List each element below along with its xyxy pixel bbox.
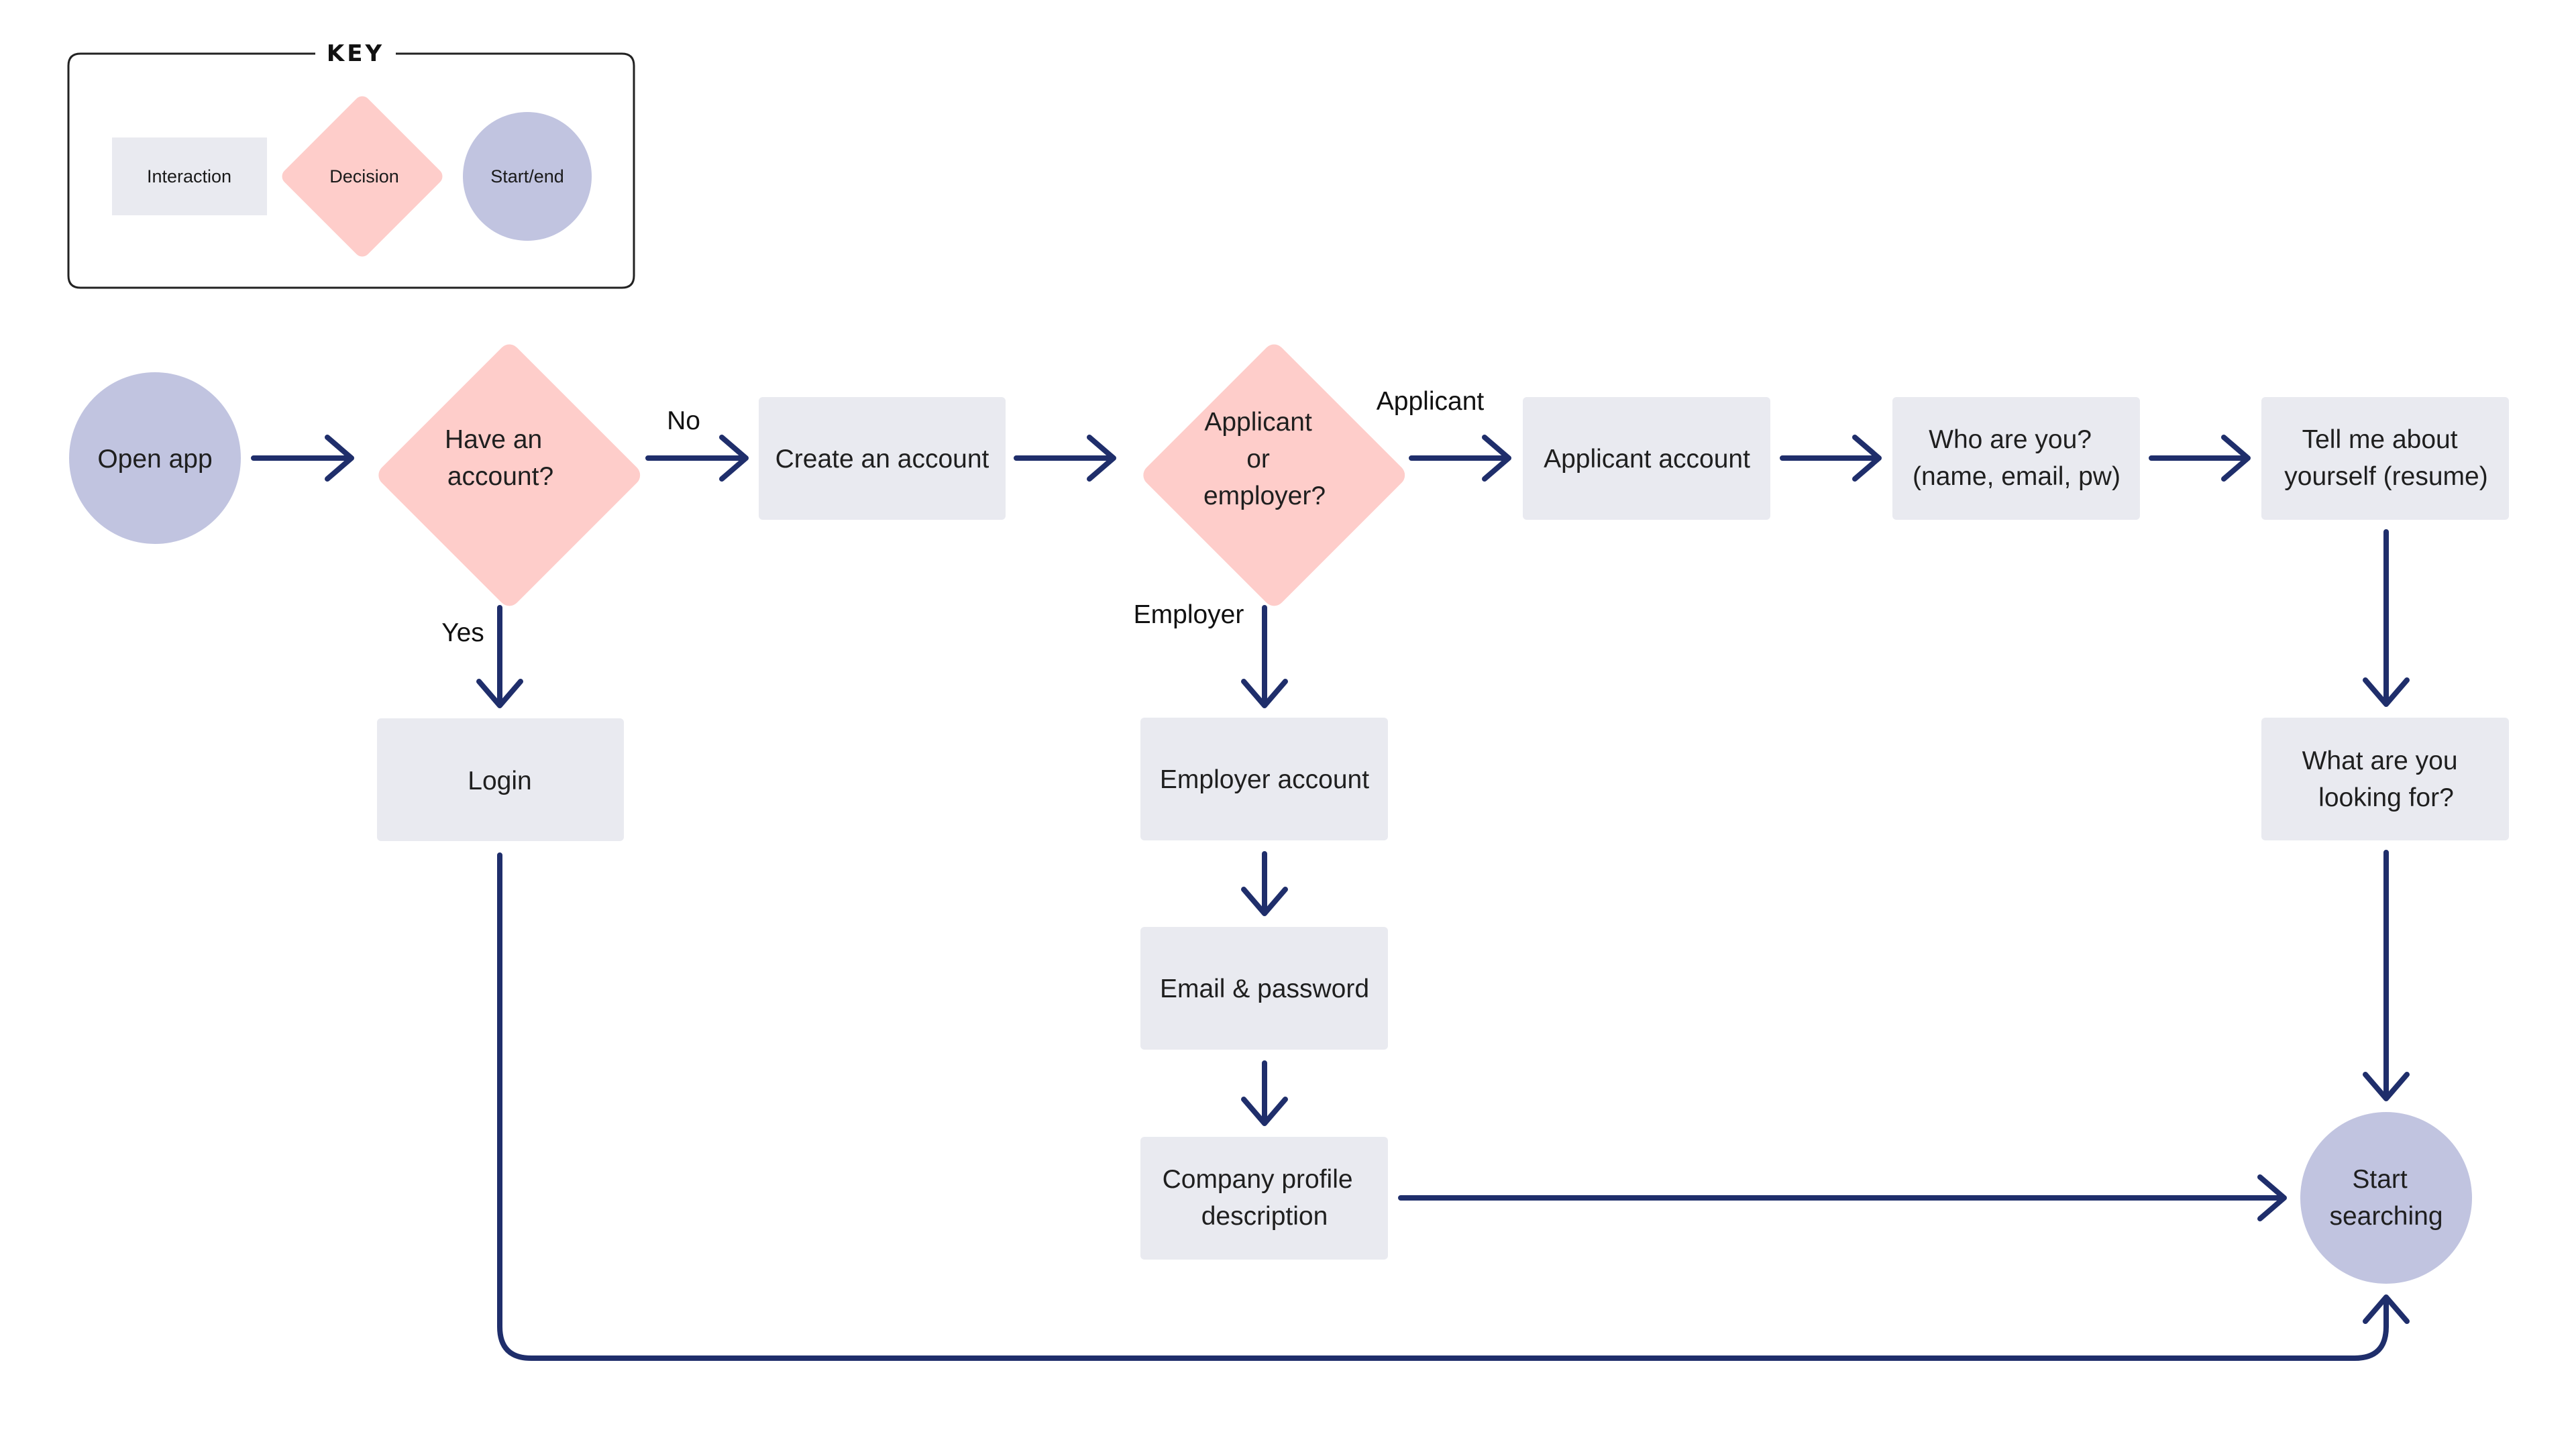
interaction-shape (1523, 397, 1770, 520)
node-company-profile: Company profile description (1140, 1137, 1388, 1260)
node-label: Employer account (1160, 765, 1369, 794)
node-label: Applicant account (1544, 445, 1750, 474)
node-label: What are you looking for? (2302, 746, 2465, 812)
terminal-shape (69, 372, 241, 544)
legend: KEY Interaction Decision Start/end (67, 40, 635, 289)
node-line: Who are you? (1929, 425, 2092, 454)
node-tell-me-about-yourself: Tell me about yourself (resume) (2261, 397, 2509, 520)
arrow-yes-to-login (476, 605, 523, 708)
edge-label-applicant: Applicant (1377, 387, 1485, 416)
interaction-shape (1892, 397, 2140, 520)
node-line: Tell me about (2302, 425, 2458, 454)
node-label: Create an account (775, 445, 989, 474)
node-start-searching: Start searching (2300, 1112, 2472, 1284)
node-email-password: Email & password (1140, 927, 1388, 1050)
arrow-open-to-decision (251, 435, 354, 482)
legend-interaction-swatch (112, 137, 267, 215)
interaction-shape (759, 397, 1006, 520)
interaction-shape (2261, 718, 2509, 840)
node-line: Start (2352, 1165, 2408, 1194)
node-open-app: Open app (69, 372, 241, 544)
node-line: account? (447, 462, 553, 491)
node-line: description (1201, 1202, 1328, 1231)
arrow-create-to-decision (1014, 435, 1116, 482)
interaction-shape (1140, 1137, 1388, 1260)
arrow-login-to-start (497, 852, 2410, 1361)
node-label: Who are you? (name, email, pw) (1913, 425, 2121, 491)
node-line: What are you (2302, 746, 2458, 775)
legend-startend-label: Start/end (490, 166, 564, 186)
legend-decision-swatch (282, 96, 443, 257)
node-line: looking for? (2318, 783, 2454, 812)
node-applicant-or-employer: Applicant or employer? (1143, 344, 1405, 606)
node-what-looking-for: What are you looking for? (2261, 718, 2509, 840)
node-line: Applicant (1204, 408, 1312, 437)
node-login: Login (377, 718, 624, 841)
node-line: Have an (445, 425, 542, 454)
edge-label-no: No (667, 406, 700, 435)
node-who-are-you: Who are you? (name, email, pw) (1892, 397, 2140, 520)
node-label: Login (468, 767, 531, 795)
arrow-employer-to-email (1241, 851, 1288, 916)
node-label: Start searching (2329, 1165, 2443, 1231)
arrow-no-to-create (645, 435, 749, 482)
node-line: Applicant account (1544, 445, 1750, 474)
node-label: Company profile description (1163, 1165, 1360, 1231)
legend-frame (67, 52, 635, 289)
node-line: (name, email, pw) (1913, 462, 2121, 491)
arrow-email-to-company (1241, 1060, 1288, 1126)
node-line: yourself (resume) (2284, 462, 2487, 491)
node-line: or (1246, 445, 1270, 474)
arrow-employer (1241, 605, 1288, 708)
decision-shape (378, 344, 641, 606)
edge-label-employer: Employer (1134, 600, 1244, 629)
node-have-account: Have an account? (378, 344, 641, 606)
arrow-applicant (1409, 435, 1511, 482)
node-label: Email & password (1160, 975, 1369, 1003)
node-line: employer? (1203, 482, 1326, 510)
arrow-looking-to-start (2363, 850, 2410, 1101)
node-create-account: Create an account (759, 397, 1006, 520)
edges (251, 435, 2410, 1361)
terminal-shape (2300, 1112, 2472, 1284)
node-applicant-account: Applicant account (1523, 397, 1770, 520)
node-line: Employer account (1160, 765, 1369, 794)
legend-decision-label: Decision (329, 166, 399, 186)
legend-interaction-label: Interaction (147, 166, 231, 186)
arrow-company-to-start (1398, 1174, 2287, 1221)
node-label: Open app (97, 445, 212, 474)
node-line: Open app (97, 445, 212, 474)
node-label: Have an account? (445, 425, 553, 491)
interaction-shape (2261, 397, 2509, 520)
interaction-shape (1140, 927, 1388, 1050)
node-line: Email & password (1160, 975, 1369, 1003)
legend-title: KEY (327, 40, 384, 67)
arrow-tell-to-looking (2363, 529, 2410, 707)
node-line: Company profile (1163, 1165, 1353, 1194)
node-label: Tell me about yourself (resume) (2284, 425, 2487, 491)
arrow-who-to-tell (2149, 435, 2251, 482)
decision-shape (1143, 344, 1405, 606)
node-line: Login (468, 767, 531, 795)
legend-startend-swatch (463, 112, 592, 241)
interaction-shape (377, 718, 624, 841)
node-line: searching (2329, 1202, 2443, 1231)
edge-label-yes: Yes (441, 618, 484, 647)
interaction-shape (1140, 718, 1388, 840)
node-label: Applicant or employer? (1203, 408, 1326, 510)
node-employer-account: Employer account (1140, 718, 1388, 840)
node-line: Create an account (775, 445, 989, 474)
arrow-applicant-to-who (1780, 435, 1882, 482)
